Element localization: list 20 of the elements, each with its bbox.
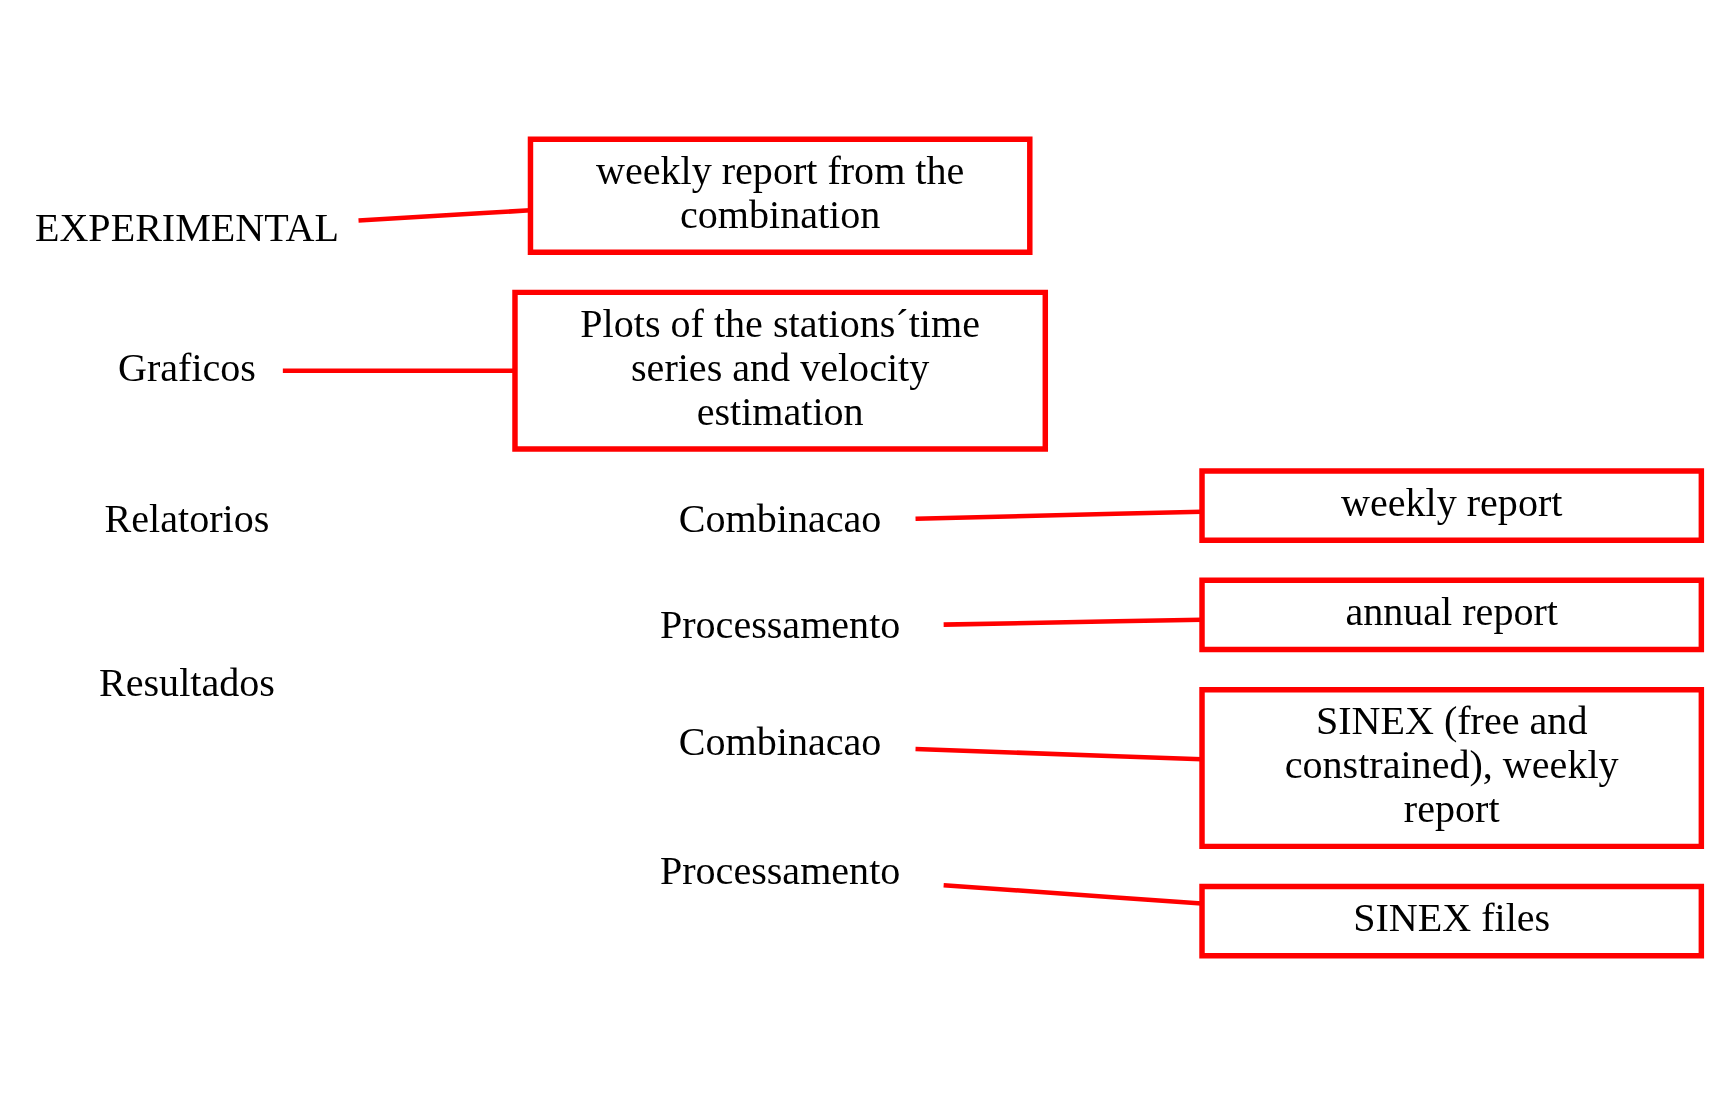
node-box: SINEX (free and constrained), weekly report (1199, 686, 1705, 850)
node-text: Processamento (659, 601, 901, 647)
node-box: weekly report from the combination (527, 136, 1033, 255)
node-box: Plots of the stations´time series and velocity estimation (512, 289, 1049, 452)
node-text: Relatorios (104, 496, 270, 542)
node-text: Resultados (99, 660, 275, 706)
node-text: Graficos (117, 344, 256, 390)
node-text: Processamento (659, 847, 901, 893)
node-text: Combinacao (678, 718, 882, 764)
node-text: Combinacao (678, 496, 882, 542)
connector (943, 882, 1202, 906)
connector (282, 368, 515, 373)
node-text: EXPERIMENTAL (34, 204, 339, 250)
node-box: SINEX files (1199, 883, 1705, 959)
connector (943, 617, 1202, 627)
connector (358, 208, 531, 223)
node-box: annual report (1199, 577, 1705, 653)
connector (915, 746, 1202, 762)
connector (915, 509, 1202, 521)
node-box: weekly report (1199, 468, 1705, 543)
